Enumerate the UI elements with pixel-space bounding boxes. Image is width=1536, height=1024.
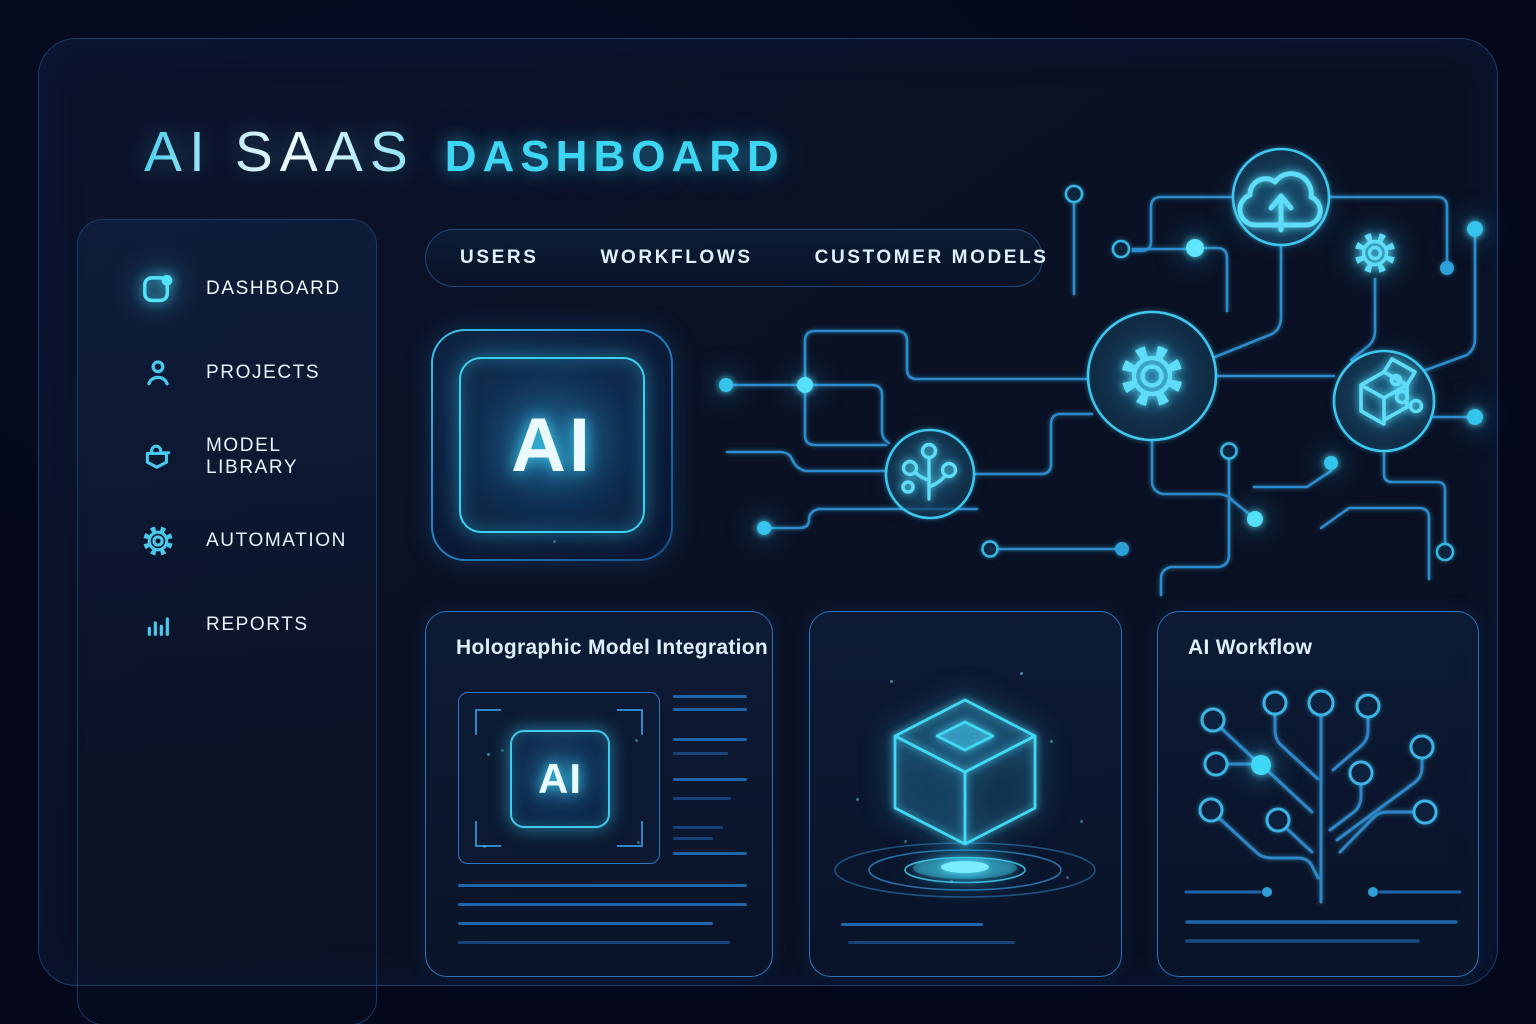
cube-package-icon	[1359, 357, 1424, 426]
sidebar-item-label: PROJECTS	[206, 362, 321, 383]
corner-bracket	[475, 821, 501, 847]
workflow-tree-graphic	[1184, 689, 1462, 943]
ai-chip-card-inner: AI	[433, 331, 671, 559]
page-title-primary: AI SAAS	[144, 120, 415, 184]
corner-bracket	[617, 821, 643, 847]
ai-chip-label: AI	[511, 402, 593, 488]
sidebar-item-label: REPORTS	[206, 614, 309, 635]
page-title-secondary: DASHBOARD	[444, 132, 785, 181]
sidebar-item-dashboard[interactable]: DASHBOARD	[140, 266, 376, 312]
sidebar-item-label: DASHBOARD	[206, 278, 341, 299]
cloud-upload-icon	[1237, 171, 1323, 233]
gear-node-circle	[1086, 310, 1218, 442]
decorative-dots	[487, 753, 490, 756]
branch-nodes-icon	[901, 442, 958, 501]
bar-chart-icon	[140, 607, 176, 643]
sidebar-item-reports[interactable]: REPORTS	[140, 602, 376, 648]
page-title: AI SAAS DASHBOARD	[144, 119, 785, 185]
main-panel: AI SAAS DASHBOARD DASHBOARD	[38, 38, 1498, 1024]
tab-workflows[interactable]: WORKFLOWS	[600, 247, 753, 268]
gear-icon	[140, 523, 176, 559]
hologram-cube-card[interactable]	[809, 611, 1122, 977]
gear-icon-small	[1354, 232, 1396, 274]
user-icon	[140, 355, 176, 391]
workflow-card-title: AI Workflow	[1188, 636, 1313, 659]
corner-bracket	[475, 709, 501, 735]
sidebar-item-automation[interactable]: AUTOMATION	[140, 518, 376, 564]
ai-chip: AI	[459, 357, 645, 533]
corner-bracket	[617, 709, 643, 735]
decorative-dots	[890, 680, 893, 683]
hologram-cube-graphic	[834, 698, 1096, 898]
holographic-card-title: Holographic Model Integration	[456, 636, 769, 659]
sidebar: DASHBOARD PROJECTS MODEL	[77, 219, 377, 1024]
sidebar-item-model-library[interactable]: MODEL LIBRARY	[140, 434, 376, 480]
sidebar-item-projects[interactable]: PROJECTS	[140, 350, 376, 396]
holographic-preview-panel: AI	[458, 692, 660, 864]
holographic-model-card[interactable]: Holographic Model Integration AI	[425, 611, 773, 977]
tab-users[interactable]: USERS	[460, 247, 539, 268]
tab-customer-models[interactable]: CUSTOMER MODELS	[814, 247, 1049, 268]
sidebar-item-label: MODEL LIBRARY	[206, 435, 299, 478]
holographic-ai-chip-label: AI	[538, 755, 582, 802]
ai-chip-card[interactable]: AI	[431, 329, 673, 561]
sidebar-item-label: AUTOMATION	[206, 530, 347, 551]
dashboard-icon	[140, 271, 176, 307]
tab-bar: USERS WORKFLOWS CUSTOMER MODELS	[425, 229, 1046, 287]
ai-workflow-card[interactable]: AI Workflow	[1157, 611, 1479, 977]
library-box-icon	[140, 439, 176, 475]
circuit-illustration	[719, 147, 1483, 597]
gear-icon-large	[1121, 345, 1183, 407]
holographic-ai-chip: AI	[510, 730, 610, 828]
